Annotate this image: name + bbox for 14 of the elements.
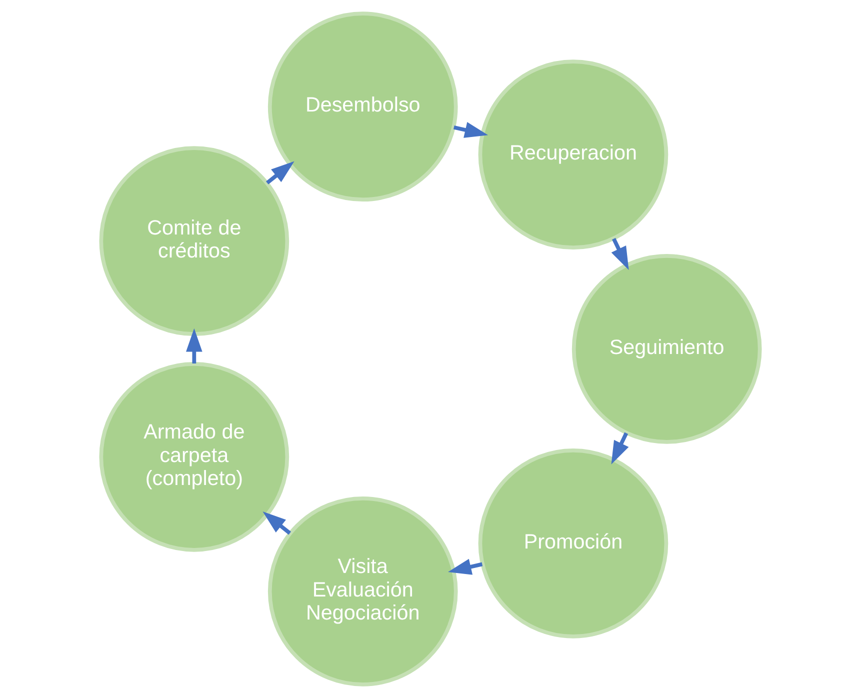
node-circle: Visita Evaluación Negociación	[268, 496, 458, 686]
arrow	[611, 238, 629, 270]
node-circle: Armado de carpeta (completo)	[99, 362, 290, 552]
arrow	[453, 122, 488, 138]
arrow	[186, 328, 202, 364]
node-circle: Comite de créditos	[99, 146, 290, 336]
arrow	[266, 161, 294, 184]
node-circle: Desembolso	[268, 12, 458, 202]
node-circle: Seguimiento	[572, 254, 762, 444]
arrow	[262, 512, 292, 535]
node-circle: Recuperacion	[478, 60, 668, 250]
arrow	[611, 432, 629, 464]
arrow	[448, 558, 483, 575]
node-circle: Promoción	[478, 448, 668, 638]
